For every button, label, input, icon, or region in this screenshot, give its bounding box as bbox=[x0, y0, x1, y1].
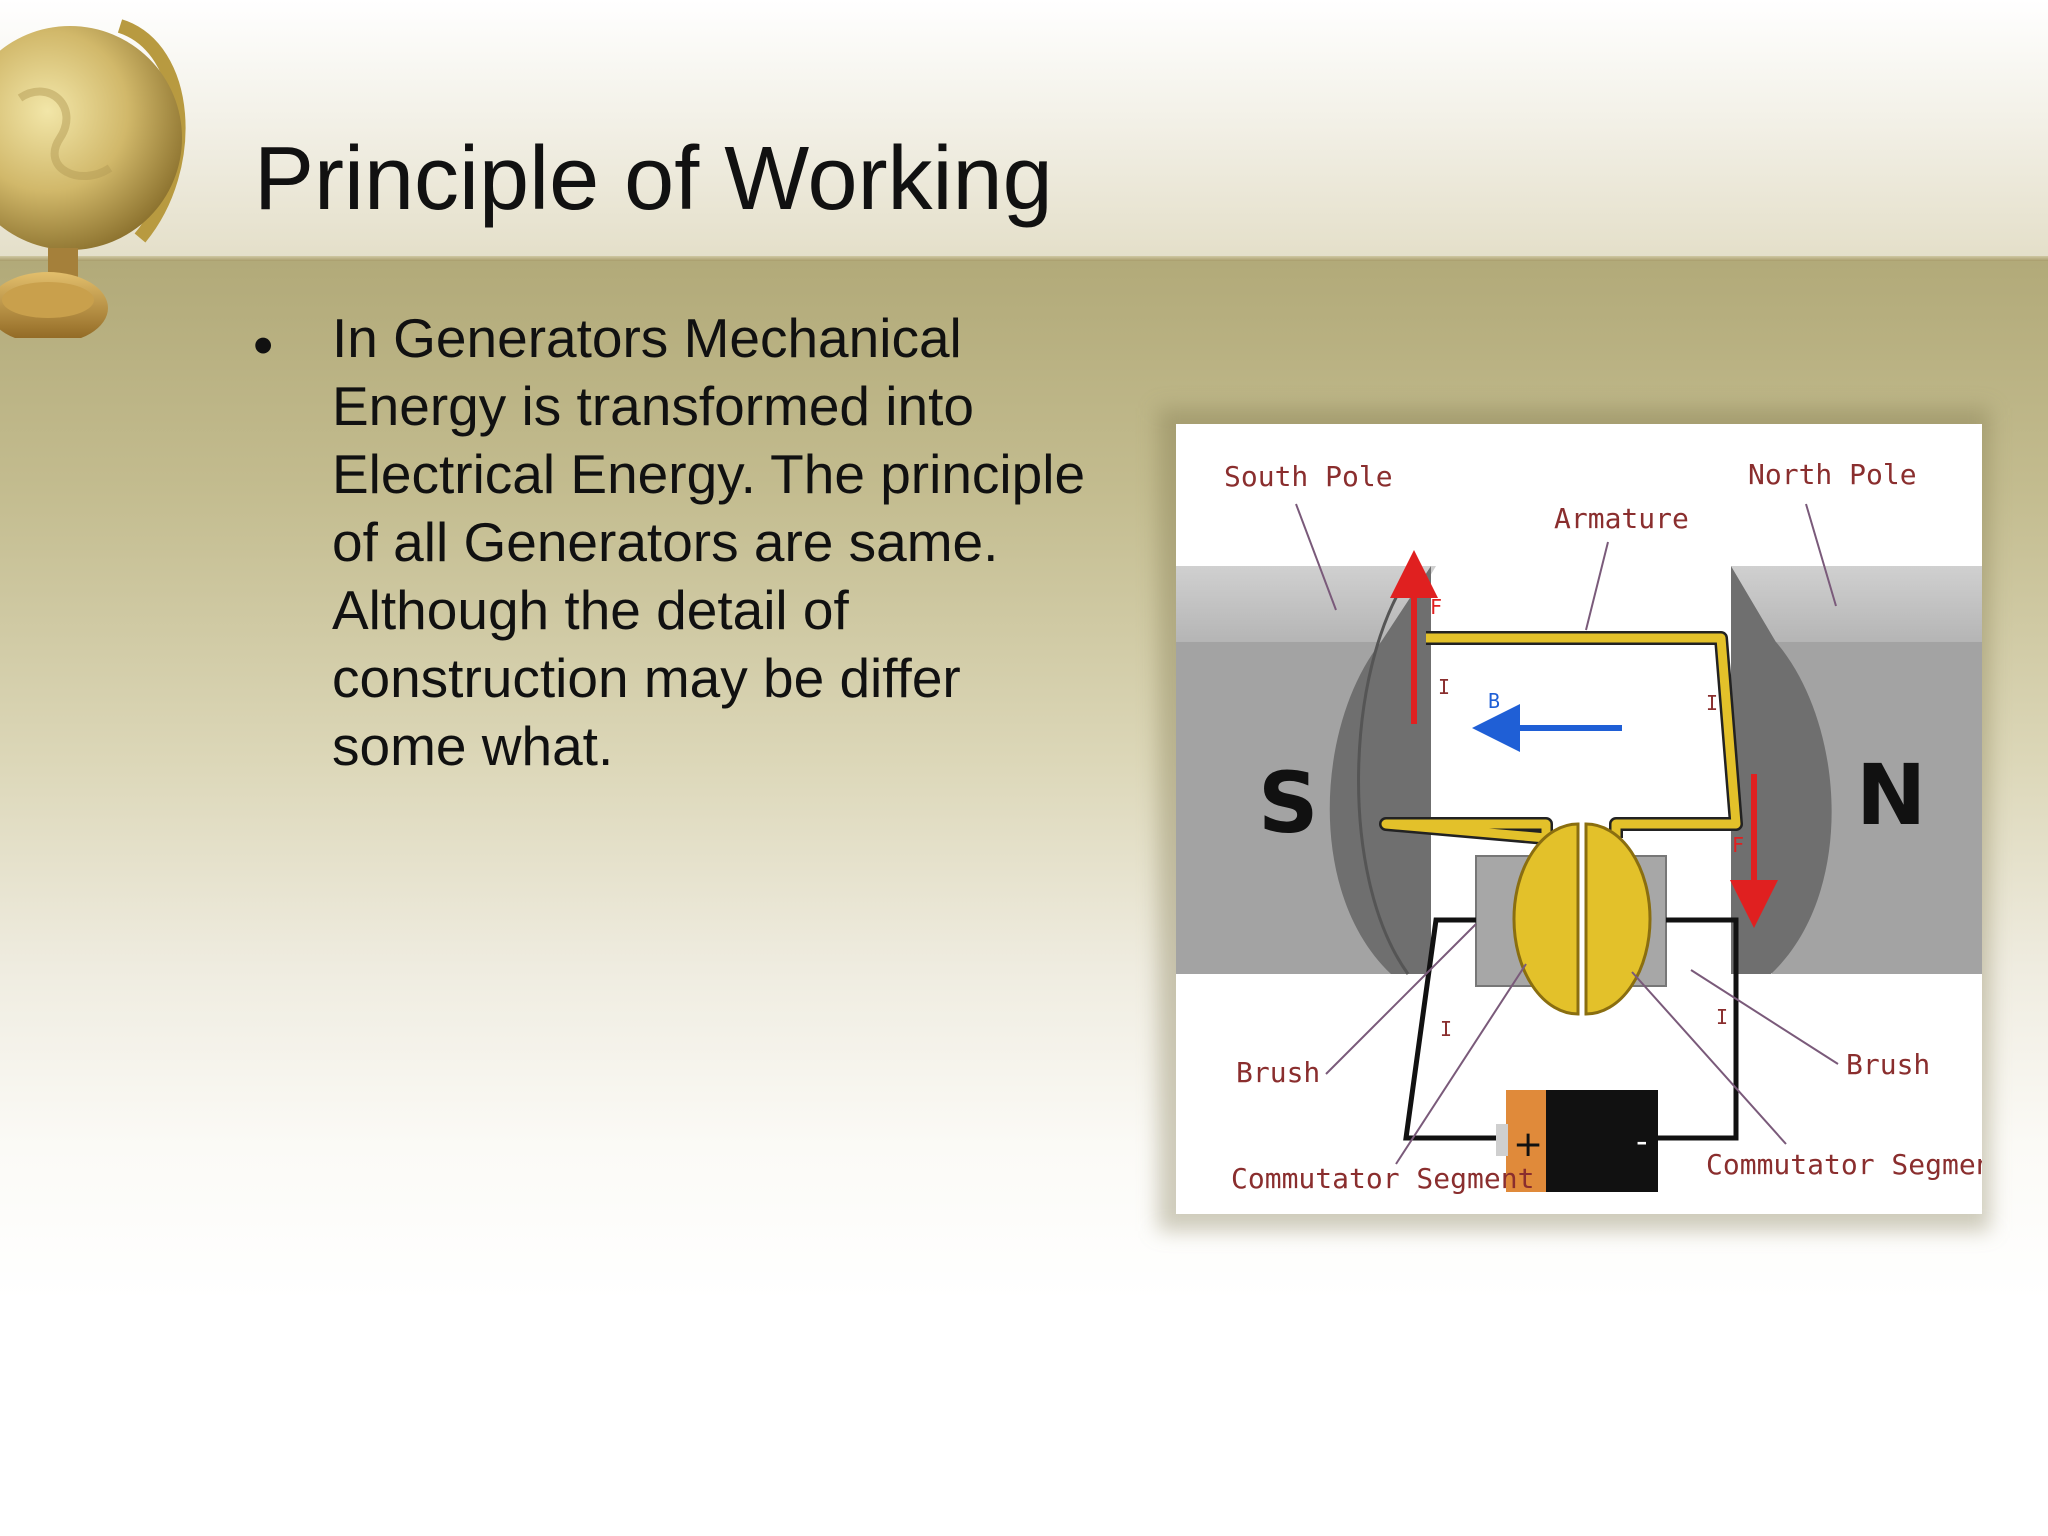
bullet-text: In Generators Mechanical Energy is trans… bbox=[332, 307, 1086, 777]
north-pole-letter: N bbox=[1856, 746, 1926, 844]
south-magnet: S bbox=[1176, 565, 1436, 975]
battery-minus: - bbox=[1636, 1122, 1648, 1160]
force-label-top: F bbox=[1430, 595, 1442, 619]
header-divider bbox=[0, 256, 2048, 261]
brush-left-label: Brush bbox=[1236, 1056, 1320, 1089]
north-magnet: N bbox=[1731, 566, 1982, 974]
force-label-bottom: F bbox=[1732, 833, 1744, 857]
south-pole-label: South Pole bbox=[1224, 460, 1393, 493]
leader-lines bbox=[1295, 503, 1839, 1165]
north-pole-label: North Pole bbox=[1748, 458, 1917, 491]
current-label-4: I bbox=[1716, 1005, 1728, 1029]
header-band bbox=[0, 0, 2048, 258]
external-circuit bbox=[1403, 917, 1739, 1141]
armature-label: Armature bbox=[1554, 502, 1689, 535]
brush-right-label: Brush bbox=[1846, 1048, 1930, 1081]
armature-coil bbox=[1379, 631, 1743, 845]
battery: + - bbox=[1496, 1090, 1658, 1192]
battery-plus: + bbox=[1513, 1124, 1543, 1165]
commutator-right-label: Commutator Segment bbox=[1706, 1148, 1982, 1181]
dc-generator-diagram: S N + - bbox=[1176, 424, 1982, 1214]
field-label: B bbox=[1488, 689, 1500, 713]
globe-icon bbox=[0, 19, 186, 338]
current-label-2: I bbox=[1706, 691, 1718, 715]
current-label-3: I bbox=[1440, 1017, 1452, 1041]
slide-title: Principle of Working bbox=[254, 129, 1053, 229]
south-pole-letter: S bbox=[1258, 754, 1319, 852]
current-label-1: I bbox=[1438, 675, 1450, 699]
commutator bbox=[1512, 822, 1652, 1016]
bullet-marker: • bbox=[253, 313, 274, 378]
commutator-left-label: Commutator Segment bbox=[1231, 1162, 1534, 1195]
